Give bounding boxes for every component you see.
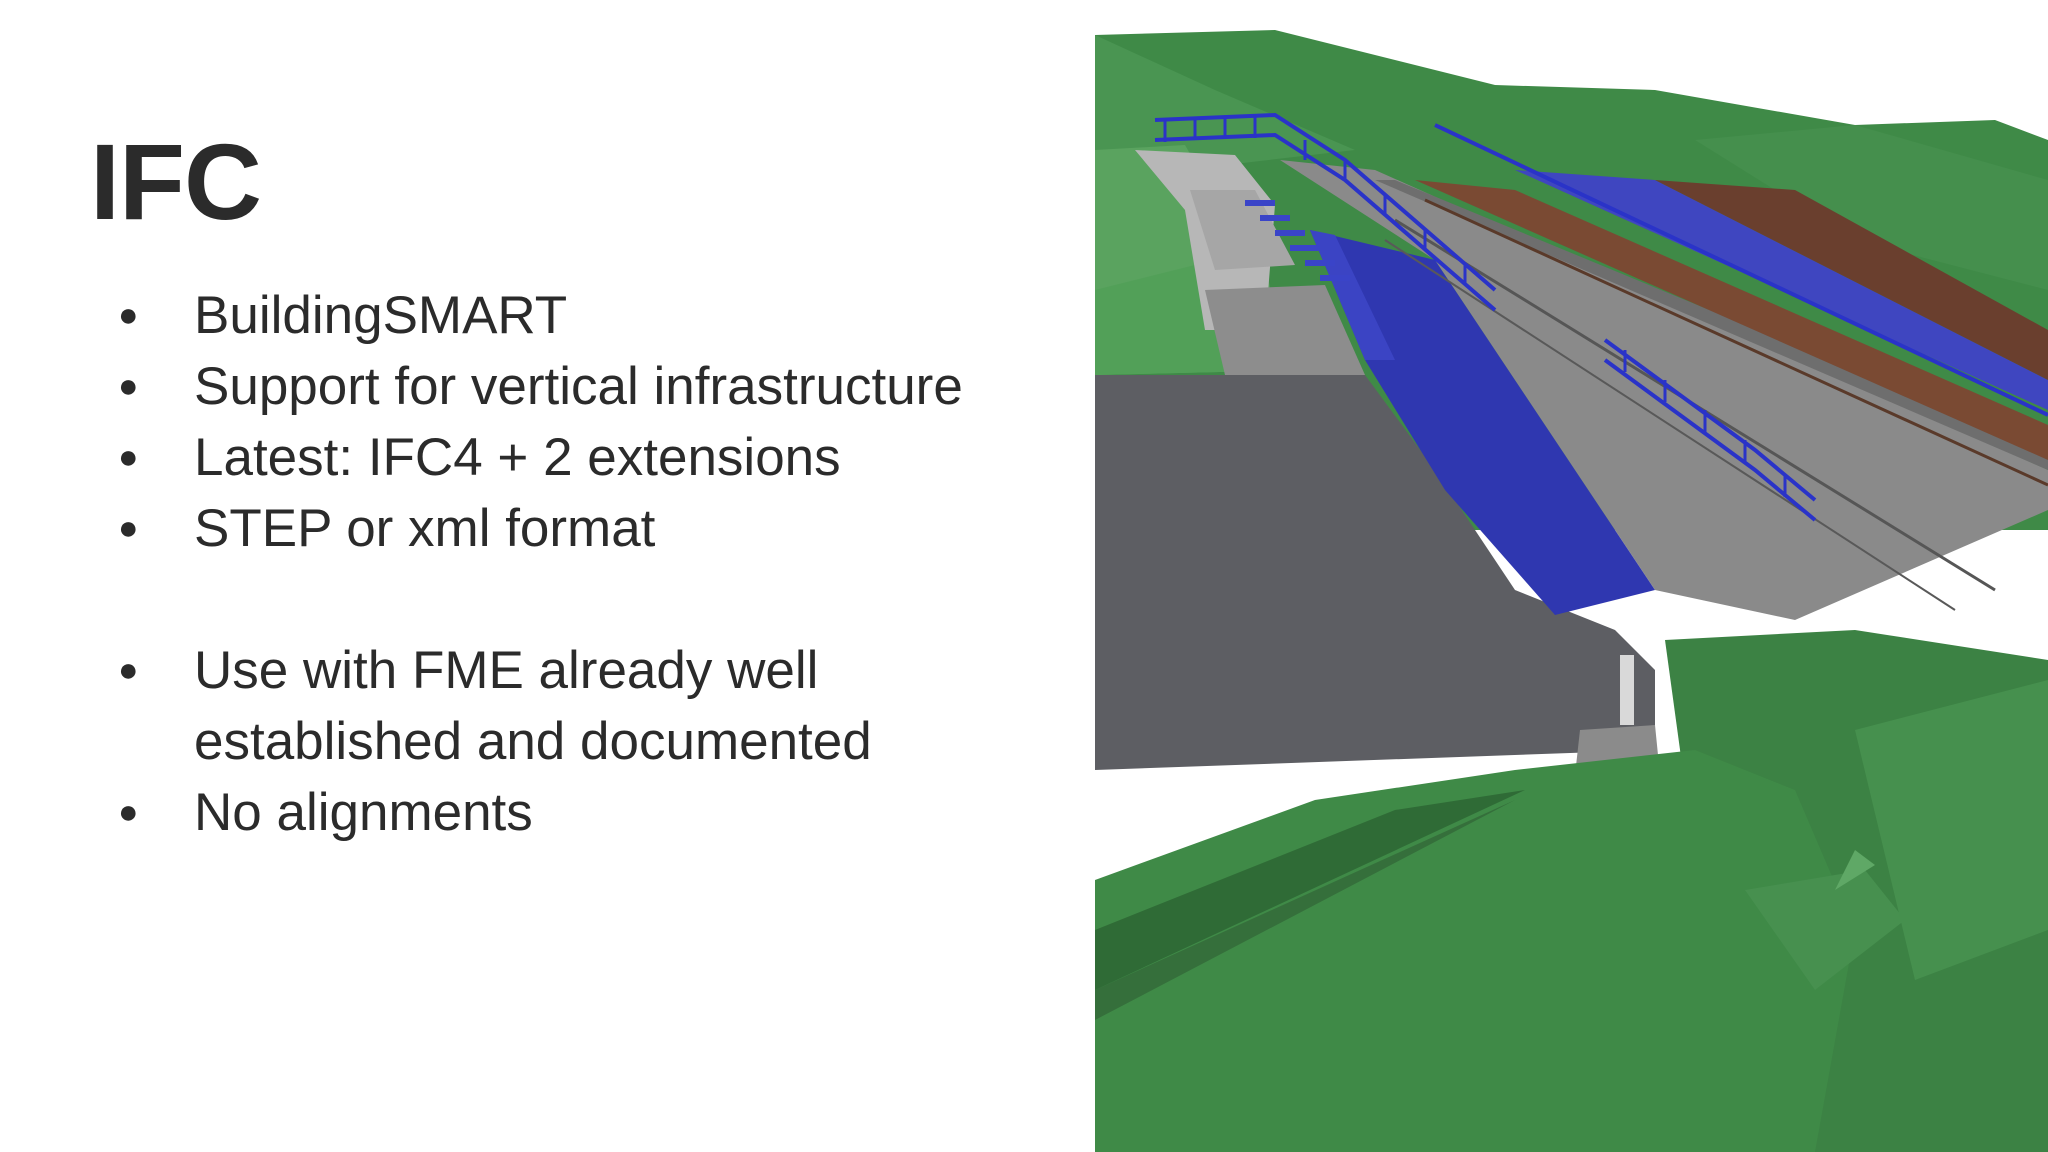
bullet-dot-icon: ● xyxy=(118,296,139,334)
bullet-text: Use with FME already well established an… xyxy=(194,641,872,771)
bullet-dot-icon: ● xyxy=(118,509,139,547)
bullet-text: No alignments xyxy=(194,783,533,842)
bullet-item: ● Support for vertical infrastructure xyxy=(110,351,1044,422)
bullet-dot-icon: ● xyxy=(118,793,139,831)
bullet-item: ● Use with FME already well established a… xyxy=(110,635,1044,777)
bullet-list: ● BuildingSMART ● Support for vertical inf… xyxy=(110,280,1044,848)
railway-bridge-model-image xyxy=(1095,30,2048,1152)
bullet-dot-icon: ● xyxy=(118,438,139,476)
bullet-item: ● BuildingSMART xyxy=(110,280,1044,351)
bullet-text: STEP or xml format xyxy=(194,499,656,558)
bullet-text: BuildingSMART xyxy=(194,286,568,345)
slide-title: IFC xyxy=(90,121,262,242)
bullet-item: ● STEP or xml format xyxy=(110,493,1044,564)
bullet-dot-icon: ● xyxy=(118,367,139,405)
bullet-text: Latest: IFC4 + 2 extensions xyxy=(194,428,841,487)
bullet-dot-icon: ● xyxy=(118,651,139,689)
bullet-text: Support for vertical infrastructure xyxy=(194,357,963,416)
bullet-item: ● No alignments xyxy=(110,777,1044,848)
bullet-item: ● Latest: IFC4 + 2 extensions xyxy=(110,422,1044,493)
bullet-spacer xyxy=(110,564,1044,635)
